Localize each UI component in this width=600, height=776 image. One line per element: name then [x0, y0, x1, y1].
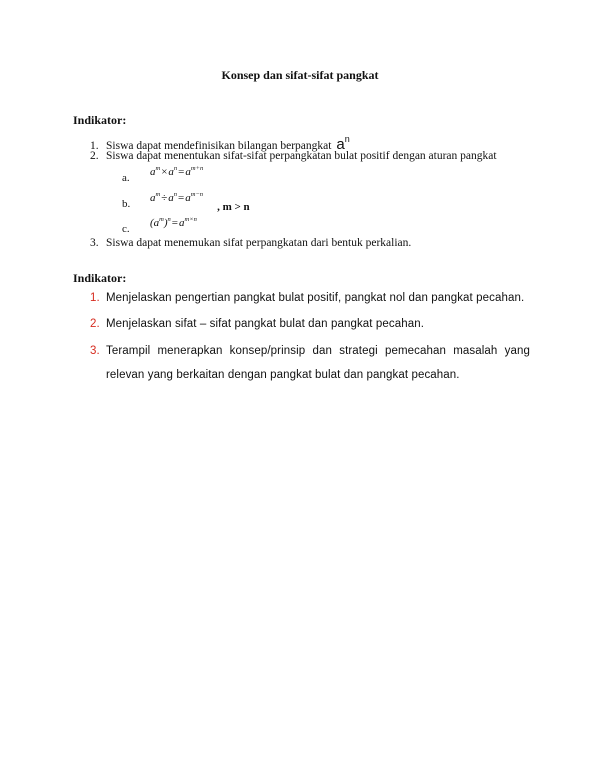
subitem-a: a. am×an=am+n: [122, 165, 203, 184]
item-number: 2.: [90, 150, 99, 162]
subitem-c: c. (am)n=am×n: [122, 216, 197, 235]
section2-item-1: 1. Menjelaskan pengertian pangkat bulat …: [90, 286, 530, 310]
formula-quotient-rule: am÷an=am−n: [150, 191, 204, 204]
subitem-letter: b.: [122, 198, 131, 210]
subitem-letter: a.: [122, 172, 130, 184]
formula-condition: , m > n: [217, 201, 250, 213]
item-text: Terampil menerapkan konsep/prinsip dan s…: [106, 345, 530, 381]
subitem-letter: c.: [122, 223, 130, 235]
item-number: 1.: [90, 140, 99, 152]
item-number: 3.: [90, 237, 99, 249]
section1-item-3: 3. Siswa dapat menemukan sifat perpangkat…: [90, 237, 411, 249]
item-number: 3.: [90, 345, 100, 357]
formula-power-rule: (am)n=am×n: [150, 216, 197, 229]
item-number: 1.: [90, 292, 100, 304]
section2-item-3: 3. Terampil menerapkan konsep/prinsip da…: [90, 339, 530, 387]
item-text: Siswa dapat menemukan sifat perpangkatan…: [106, 237, 412, 249]
document-title: Konsep dan sifat-sifat pangkat: [221, 68, 379, 82]
section1-heading: Indikator:: [73, 113, 127, 127]
formula-product-rule: am×an=am+n: [150, 165, 204, 178]
section1-item-2: 2. Siswa dapat menentukan sifat-sifat per…: [90, 150, 497, 162]
section1-item-1: 1. Siswa dapat mendefinisikan bilangan be…: [90, 134, 350, 153]
item-text: Menjelaskan sifat – sifat pangkat bulat …: [106, 318, 424, 330]
power-symbol: an: [336, 134, 350, 153]
section2-item-2: 2. Menjelaskan sifat – sifat pangkat bul…: [90, 312, 530, 336]
section2-heading: Indikator:: [73, 271, 127, 285]
item-text: Menjelaskan pengertian pangkat bulat pos…: [106, 292, 525, 304]
item-text: Siswa dapat menentukan sifat-sifat perpa…: [106, 150, 497, 162]
subitem-b: b. am÷an=am−n , m > n: [122, 191, 250, 213]
item-number: 2.: [90, 318, 100, 330]
item-text: Siswa dapat mendefinisikan bilangan berp…: [106, 140, 332, 152]
